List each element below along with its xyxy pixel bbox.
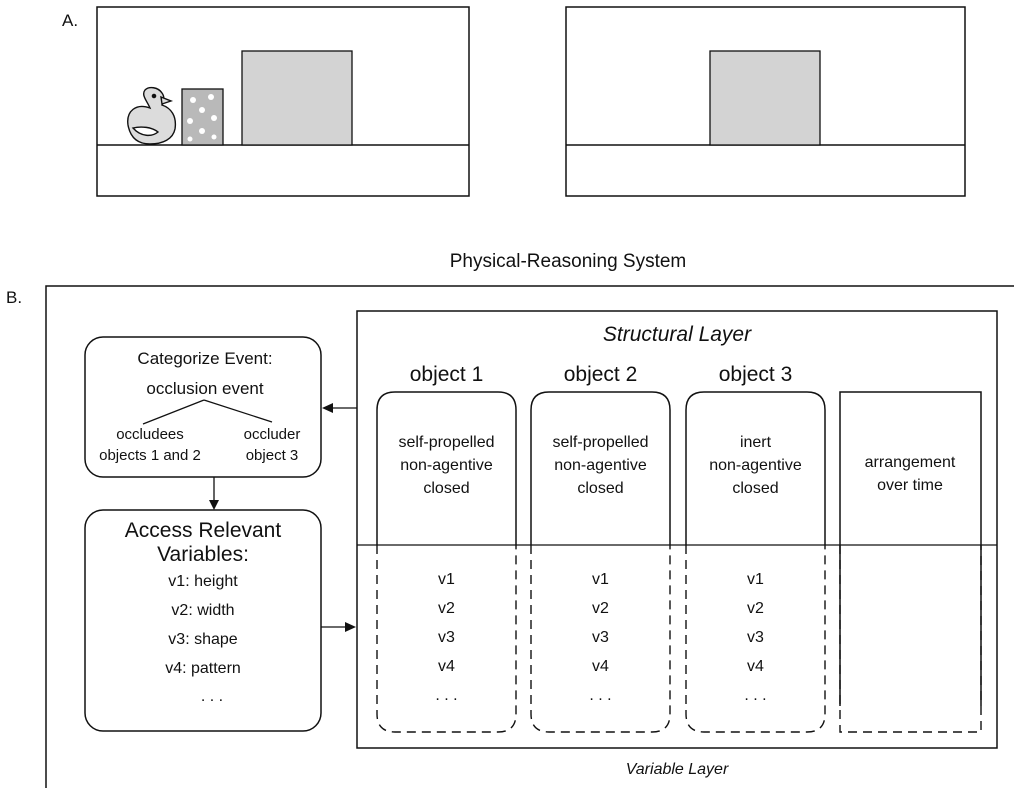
arrow-to-variable-layer	[321, 622, 356, 632]
occludees-objects: objects 1 and 2	[99, 447, 201, 464]
object-heading-2: object 2	[564, 363, 638, 386]
object-3-property: closed	[732, 480, 778, 497]
object-column-2: object 2 self-propelled non-agentive closed…	[530, 363, 671, 733]
structural-cell-3	[685, 391, 826, 545]
object-2-property: non-agentive	[554, 457, 647, 474]
object-3-variable: v2	[747, 600, 764, 617]
arrangement-line1: arrangement	[865, 454, 956, 471]
object-3-variable: v3	[747, 629, 764, 646]
object-1-variable: . . .	[435, 687, 457, 704]
arrow-to-categorize	[322, 403, 357, 413]
object-heading-3: object 3	[719, 363, 793, 386]
panel-a-label: A.	[62, 11, 78, 30]
scene-left	[96, 6, 470, 197]
occluder-screen	[241, 50, 353, 146]
object-2-variable: v2	[592, 600, 609, 617]
scene-right	[565, 6, 966, 197]
variable-height: v1: height	[168, 573, 238, 590]
variable-shape: v3: shape	[168, 631, 237, 648]
variable-cell-1	[376, 545, 517, 733]
categorize-event-box: Categorize Event: occlusion event occlud…	[84, 336, 322, 478]
arrow-down	[209, 477, 219, 510]
object-1-variable: v2	[438, 600, 455, 617]
object-1-variable: v1	[438, 571, 455, 588]
categorize-event: occlusion event	[146, 379, 263, 398]
variable-layer-label: Variable Layer	[626, 761, 729, 778]
object-columns: object 1 self-propelled non-agentive closed…	[376, 363, 826, 733]
object-3-property: inert	[740, 434, 772, 451]
object-3-variable: . . .	[744, 687, 766, 704]
occluder-label: occluder	[244, 426, 301, 443]
branch-right	[203, 399, 273, 423]
occluder-object: object 3	[246, 447, 299, 464]
object-2-variable: . . .	[589, 687, 611, 704]
object-1-variable: v4	[438, 658, 455, 675]
object-column-3: object 3 inert non-agentive closed v1 v2 v3 v4.…	[685, 363, 826, 733]
variable-cell-3	[685, 545, 826, 733]
access-title-line2: Variables:	[157, 543, 249, 566]
object-3-property: non-agentive	[709, 457, 802, 474]
object-heading-1: object 1	[410, 363, 484, 386]
variable-pattern: v4: pattern	[165, 660, 241, 677]
occluder-screen-alone	[709, 50, 821, 146]
access-variables-box: Access Relevant Variables: v1: height v2…	[84, 509, 322, 732]
object-2-property: closed	[577, 480, 623, 497]
object-1-property: non-agentive	[400, 457, 493, 474]
arrangement-column: arrangement over time	[839, 391, 982, 733]
system-frame	[45, 285, 1014, 788]
system-title: Physical-Reasoning System	[450, 251, 687, 272]
access-title-line1: Access Relevant	[125, 519, 282, 542]
object-column-1: object 1 self-propelled non-agentive closed…	[376, 363, 517, 733]
object-3-variable: v4	[747, 658, 764, 675]
variables-ellipsis: . . .	[201, 688, 223, 705]
object-2-variable: v1	[592, 571, 609, 588]
object-3-variable: v1	[747, 571, 764, 588]
variable-cell-2	[530, 545, 671, 733]
layers-box: Structural Layer	[356, 310, 998, 749]
object-2-property: self-propelled	[552, 434, 648, 451]
object-1-variable: v3	[438, 629, 455, 646]
object-2-variable: v4	[592, 658, 609, 675]
object-1-property: closed	[423, 480, 469, 497]
object-2-variable: v3	[592, 629, 609, 646]
panel-b-label: B.	[6, 288, 22, 307]
object-1-property: self-propelled	[398, 434, 494, 451]
structural-layer-label: Structural Layer	[603, 323, 752, 346]
structural-cell-2	[530, 391, 671, 545]
categorize-title: Categorize Event:	[137, 349, 272, 368]
occludees-label: occludees	[116, 426, 184, 443]
structural-cell-1	[376, 391, 517, 545]
dotted-box	[181, 88, 224, 146]
variable-width: v2: width	[171, 602, 234, 619]
duck-icon	[127, 86, 177, 145]
branch-left	[142, 399, 205, 425]
arrangement-line2: over time	[877, 477, 943, 494]
